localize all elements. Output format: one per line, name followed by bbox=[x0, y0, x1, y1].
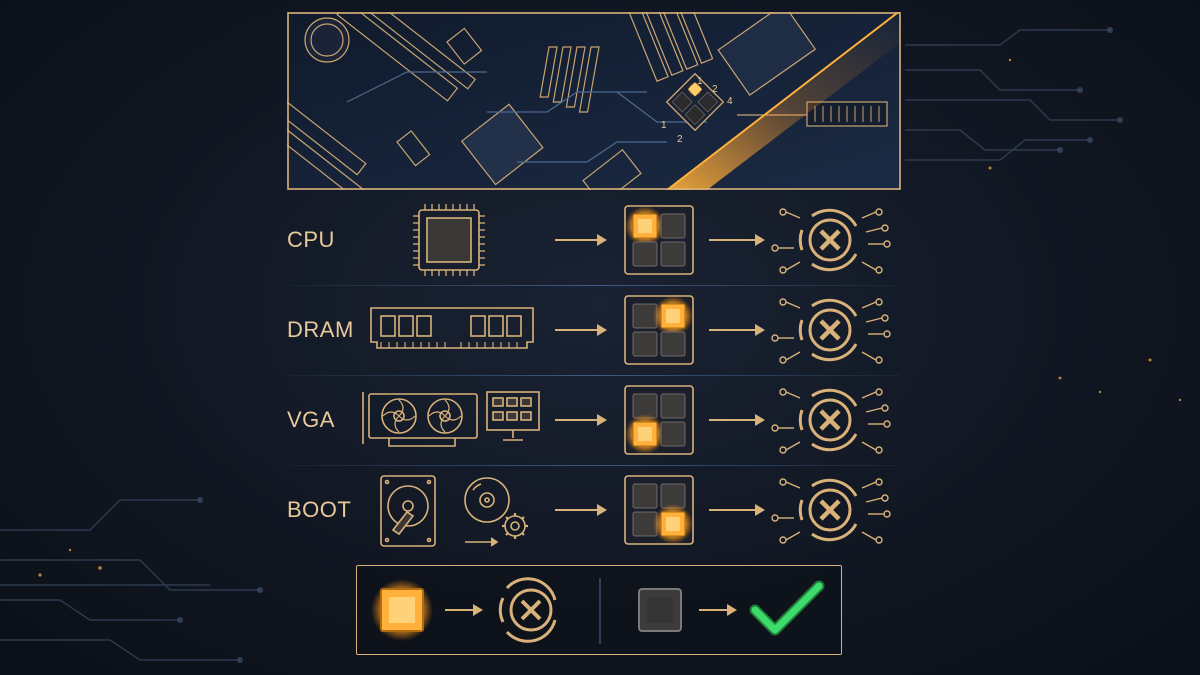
diagnostic-row-boot: BOOT bbox=[287, 470, 901, 550]
diagnostic-row-vga: VGA bbox=[287, 380, 901, 460]
led-off bbox=[632, 483, 658, 509]
arrow-icon bbox=[555, 414, 607, 426]
led-lit bbox=[653, 504, 693, 544]
legend-arrow-icon bbox=[699, 604, 737, 616]
legend-lit-led-icon bbox=[371, 579, 433, 641]
row-separator bbox=[290, 285, 900, 286]
arrow-icon bbox=[709, 234, 765, 246]
error-x-icon bbox=[798, 478, 858, 542]
row-status-graphic bbox=[555, 205, 891, 275]
row-status-graphic bbox=[555, 475, 891, 545]
circuit-traces-icon bbox=[771, 478, 891, 544]
debug-led-grid bbox=[624, 205, 694, 275]
arrow-icon bbox=[709, 504, 765, 516]
ram-module-icon bbox=[370, 307, 534, 349]
row-separator bbox=[290, 465, 900, 466]
circuit-traces-icon bbox=[771, 298, 891, 364]
motherboard-illustration: 1 2 4 1 2 bbox=[287, 12, 901, 190]
arrow-icon bbox=[709, 324, 765, 336]
circuit-traces-icon bbox=[771, 388, 891, 454]
led-lit bbox=[625, 206, 665, 246]
cpu-chip-icon bbox=[413, 204, 485, 276]
diagnostic-row-cpu: CPU bbox=[287, 200, 901, 280]
led-number-2b: 2 bbox=[677, 134, 683, 145]
row-label: CPU bbox=[287, 227, 335, 252]
error-x-icon bbox=[798, 388, 858, 452]
led-number-1: 1 bbox=[697, 76, 703, 87]
debug-led-grid bbox=[624, 295, 694, 365]
error-x-icon bbox=[498, 577, 557, 643]
legend-arrow-icon bbox=[445, 604, 483, 616]
row-status-graphic bbox=[555, 385, 891, 455]
error-x-icon bbox=[798, 208, 858, 272]
row-status-graphic bbox=[555, 295, 891, 365]
arrow-icon bbox=[555, 234, 607, 246]
led-off bbox=[660, 421, 686, 447]
circuit-traces-icon bbox=[771, 208, 891, 274]
led-off bbox=[632, 241, 658, 267]
led-off bbox=[660, 331, 686, 357]
hard-drive-and-disc-icon bbox=[380, 475, 528, 547]
arrow-icon bbox=[555, 504, 607, 516]
led-off bbox=[660, 213, 686, 239]
led-number-4: 4 bbox=[727, 96, 733, 107]
led-lit bbox=[653, 296, 693, 336]
row-separator bbox=[290, 375, 900, 376]
error-x-icon bbox=[798, 298, 858, 362]
debug-led-grid bbox=[624, 475, 694, 545]
led-lit bbox=[625, 414, 665, 454]
row-label: BOOT bbox=[287, 497, 352, 522]
diagnostic-row-dram: DRAM bbox=[287, 290, 901, 370]
led-off bbox=[660, 393, 686, 419]
arrow-icon bbox=[555, 324, 607, 336]
row-label: DRAM bbox=[287, 317, 354, 342]
legend-graphic bbox=[371, 577, 825, 644]
check-mark-icon bbox=[749, 580, 825, 636]
led-off bbox=[660, 241, 686, 267]
led-number-1b: 1 bbox=[661, 120, 667, 131]
row-label: VGA bbox=[287, 407, 335, 432]
arrow-icon bbox=[709, 414, 765, 426]
legend-unlit-led-icon bbox=[638, 588, 682, 632]
debug-led-grid bbox=[624, 385, 694, 455]
graphics-card-icon bbox=[362, 391, 540, 447]
led-number-2: 2 bbox=[712, 84, 718, 95]
led-off bbox=[632, 331, 658, 357]
legend-box bbox=[356, 565, 842, 655]
